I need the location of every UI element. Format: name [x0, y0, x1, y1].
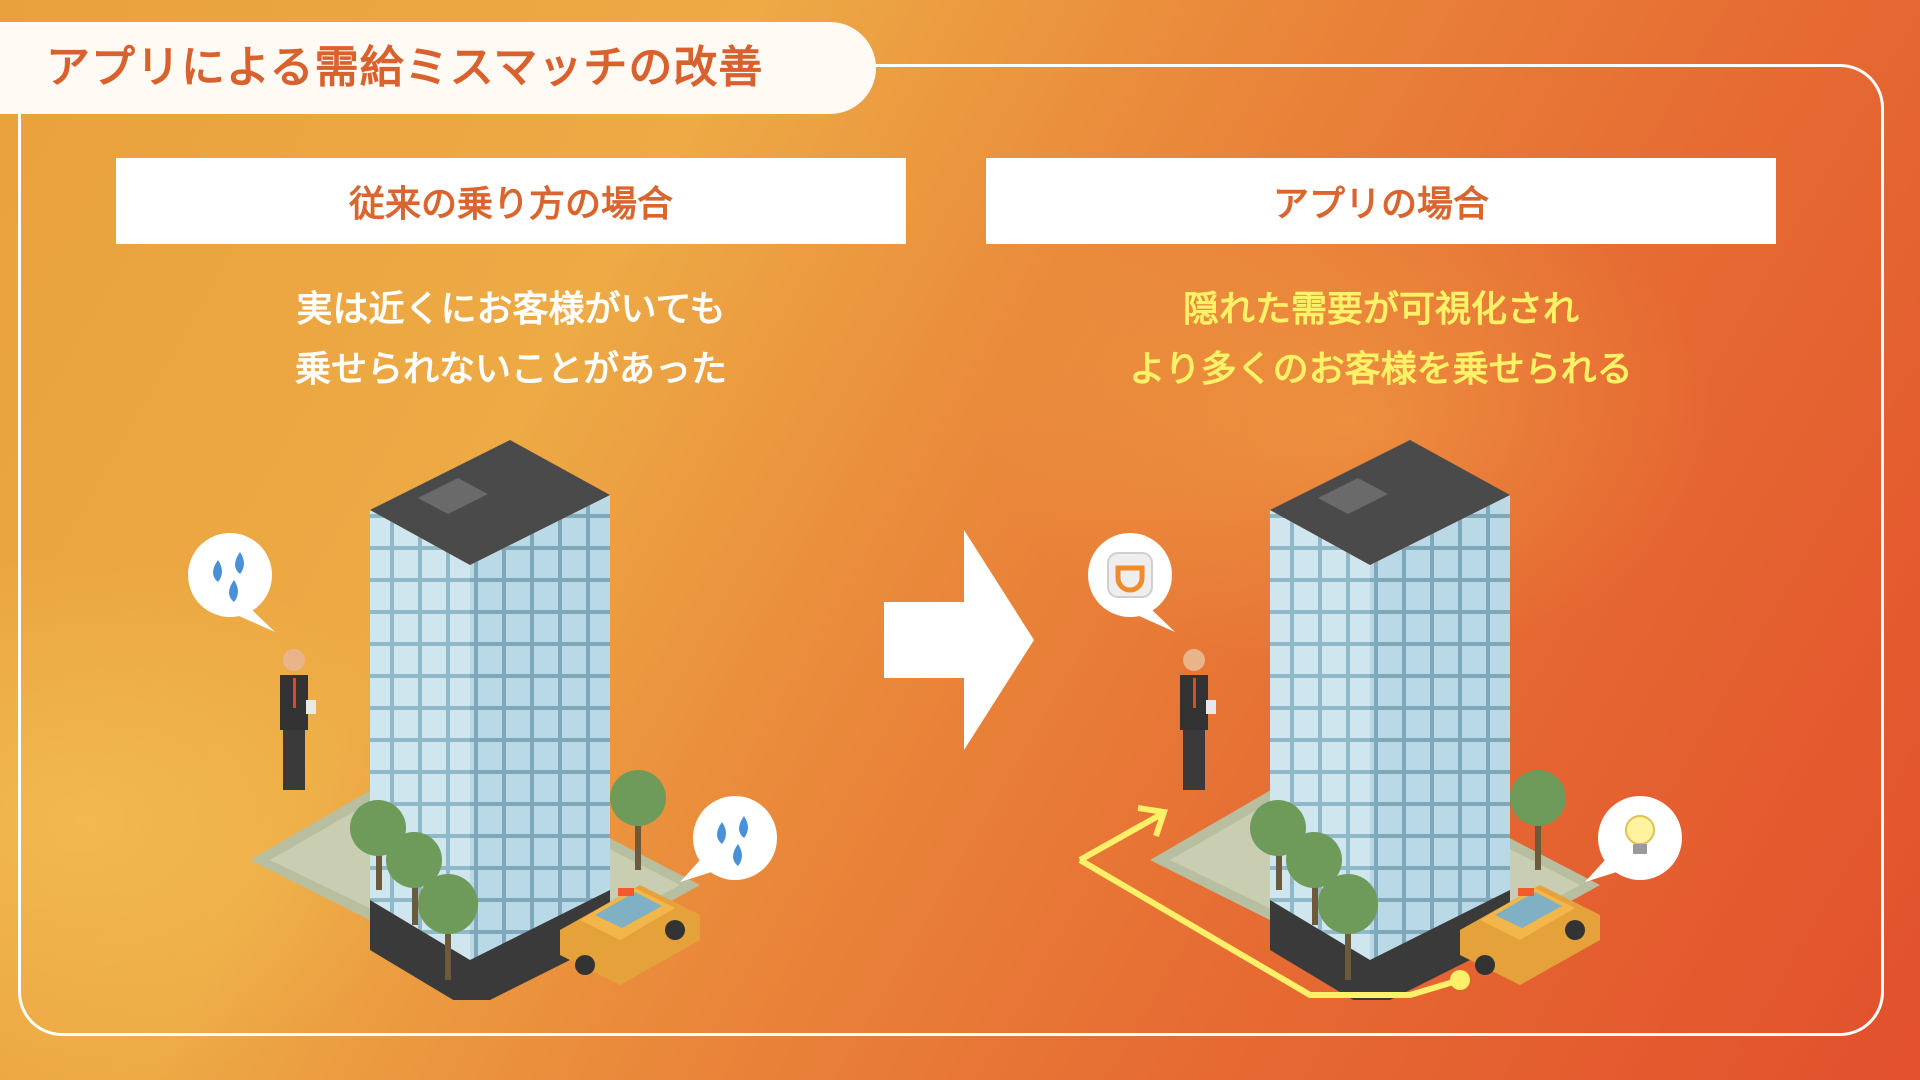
left-scene-illustration [188, 440, 777, 1000]
trees [1250, 770, 1566, 980]
taxi-car [1460, 885, 1600, 985]
right-section-header-label: アプリの場合 [1272, 184, 1489, 225]
office-building [1270, 440, 1510, 1000]
trees [350, 770, 666, 980]
office-building [370, 440, 610, 1000]
taxi-app-icon [1107, 552, 1153, 598]
business-person [1180, 649, 1216, 790]
page-title: アプリによる需給ミスマッチの改善 [46, 42, 764, 93]
speech-bubble-person [188, 533, 275, 632]
taxi-car [560, 885, 700, 985]
speech-bubble-taxi [1585, 796, 1682, 882]
transition-arrow-icon [884, 530, 1034, 750]
lightbulb-icon [1625, 815, 1655, 854]
sweat-drops-icon [213, 552, 244, 602]
left-caption: 実は近くにお客様がいても 乗せられないことがあった [116, 280, 906, 400]
speech-bubble-taxi [680, 796, 777, 882]
business-person [280, 649, 316, 790]
left-caption-line-2: 乗せられないことがあった [294, 349, 727, 390]
right-section-header: アプリの場合 [986, 158, 1776, 244]
title-pill [0, 22, 876, 114]
speech-bubble-person [1088, 533, 1175, 632]
route-line [1078, 805, 1470, 998]
right-scene-illustration [1078, 440, 1682, 1000]
right-caption-line-1: 隠れた需要が可視化され [1182, 289, 1579, 330]
right-caption-line-2: より多くのお客様を乗せられる [1129, 349, 1633, 390]
left-section-header-label: 従来の乗り方の場合 [348, 184, 673, 225]
left-section-header: 従来の乗り方の場合 [116, 158, 906, 244]
left-caption-line-1: 実は近くにお客様がいても [296, 289, 726, 330]
right-caption: 隠れた需要が可視化され より多くのお客様を乗せられる [986, 280, 1776, 400]
sweat-drops-icon [717, 816, 748, 866]
content-frame [18, 64, 1884, 1036]
